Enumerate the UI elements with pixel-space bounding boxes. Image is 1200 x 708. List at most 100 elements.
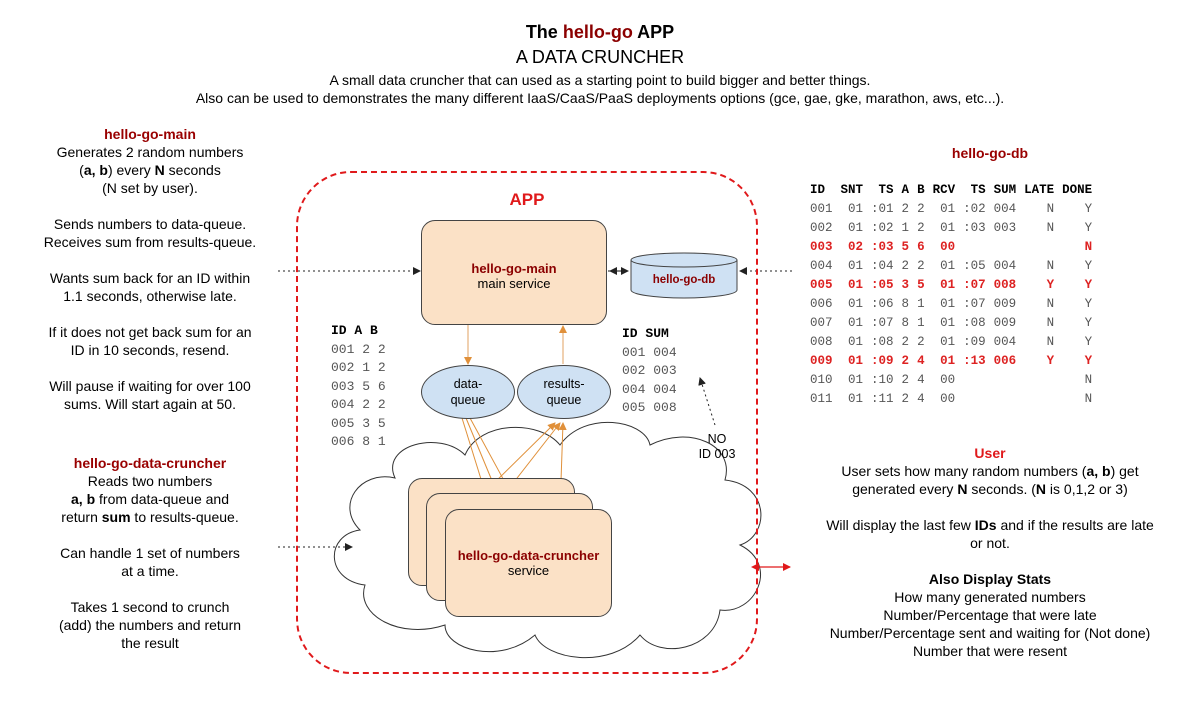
db-table-cell: 2 xyxy=(901,391,910,406)
db-table-cell xyxy=(959,237,990,256)
db-table-cell: Y xyxy=(1046,353,1055,368)
db-table-cell: 01 xyxy=(848,315,864,330)
db-table-cell: 01 xyxy=(848,296,864,311)
db-table-cell: :03 xyxy=(963,220,986,235)
main-p2-line-2: Receives sum from results-queue. xyxy=(43,234,257,250)
page-subtitle: A DATA CRUNCHER xyxy=(515,47,685,67)
db-table-cell: 01 xyxy=(940,334,956,349)
db-table-cell: 5 xyxy=(917,277,925,292)
db-table-cell: 00 xyxy=(940,391,956,406)
db-cylinder xyxy=(630,252,738,299)
cruncher-line-3: return sum to results-queue. xyxy=(61,509,239,525)
stats-title: Also Display Stats xyxy=(928,571,1052,587)
results-table-row: 004 004 xyxy=(622,381,677,397)
cruncher-p2-line-1: Can handle 1 set of numbers xyxy=(60,545,240,561)
cruncher-line-1: Reads two numbers xyxy=(87,473,213,489)
db-table-cell: 004 xyxy=(810,258,833,273)
main-section-title: hello-go-main xyxy=(104,126,196,142)
db-column-header: A xyxy=(901,182,910,197)
db-table-cell: :07 xyxy=(871,315,894,330)
db-table-cell: :09 xyxy=(963,334,986,349)
main-p3-line-1: Wants sum back for an ID within xyxy=(49,270,251,286)
cruncher-p3-line-2: (add) the numbers and return xyxy=(58,617,242,633)
db-table-cell: :10 xyxy=(871,372,894,387)
db-table-cell: N xyxy=(1046,334,1055,349)
db-column-header: RCV xyxy=(932,182,956,197)
main-service-subtitle: main service xyxy=(477,276,551,291)
db-table-cell: N xyxy=(1046,315,1055,330)
db-table-cell xyxy=(1020,237,1058,256)
db-table-cell: Y xyxy=(1084,258,1093,273)
db-table-cell: 1 xyxy=(917,315,925,330)
db-table-cell: 6 xyxy=(917,239,925,254)
main-p4-line-1: If it does not get back sum for an xyxy=(48,324,252,340)
stats-line-2: Number/Percentage that were late xyxy=(883,607,1097,623)
title-suffix: APP xyxy=(632,22,675,42)
user-line-1: User sets how many random numbers (a, b)… xyxy=(841,463,1139,479)
main-p5-line-1: Will pause if waiting for over 100 xyxy=(49,378,251,394)
results-table-header: ID SUM xyxy=(622,326,669,341)
user-section-title: User xyxy=(974,445,1006,461)
data-table-row: 001 2 2 xyxy=(331,341,386,357)
db-column-header: SNT xyxy=(840,182,864,197)
db-table-cell: Y xyxy=(1046,277,1055,292)
db-table-cell: 1 xyxy=(917,296,925,311)
cruncher-section: hello-go-data-cruncher Reads two numbers… xyxy=(15,454,285,652)
db-table-cell: 009 xyxy=(810,353,833,368)
db-label: hello-go-db xyxy=(652,274,716,286)
db-table-cell: :02 xyxy=(871,220,894,235)
db-table-cell: 008 xyxy=(810,334,833,349)
db-table-cell: 2 xyxy=(901,372,910,387)
db-table-cell: :09 xyxy=(871,353,894,368)
db-table-cell: N xyxy=(1046,296,1055,311)
main-p5-line-2: sums. Will start again at 50. xyxy=(64,396,236,412)
db-table-cell: 00 xyxy=(940,372,956,387)
db-table-cell: :07 xyxy=(963,277,986,292)
cruncher-p3-line-1: Takes 1 second to crunch xyxy=(70,599,230,615)
db-table-cell: 2 xyxy=(917,258,925,273)
main-section: hello-go-main Generates 2 random numbers… xyxy=(15,125,285,413)
db-table-cell: 1 xyxy=(901,220,910,235)
db-table-cell: 01 xyxy=(848,277,864,292)
db-table-cell: 8 xyxy=(901,296,910,311)
results-table-row: 001 004 xyxy=(622,344,677,360)
db-table-cell: Y xyxy=(1084,220,1093,235)
results-queue: results-queue xyxy=(517,365,611,419)
main-line-3: (N set by user). xyxy=(102,180,198,196)
cruncher-service-subtitle: service xyxy=(507,563,550,578)
cruncher-p3-line-3: the result xyxy=(121,635,179,651)
data-table-row: 006 8 1 xyxy=(331,434,386,449)
db-table-cell: 5 xyxy=(901,239,910,254)
missing-id-note: NO ID 003 xyxy=(698,432,736,461)
db-table-cell: 009 xyxy=(993,315,1017,330)
db-column-header: B xyxy=(917,182,925,197)
db-table-cell: 01 xyxy=(940,220,956,235)
db-table-cell: 01 xyxy=(940,315,956,330)
cruncher-service-name: hello-go-data-cruncher xyxy=(457,548,600,563)
db-table-cell: Y xyxy=(1084,315,1093,330)
data-table-header: ID A B xyxy=(331,323,378,338)
db-column-header: TS xyxy=(878,182,894,197)
db-table-cell: 01 xyxy=(848,201,864,216)
db-table-cell: :13 xyxy=(963,353,986,368)
db-table-cell: 003 xyxy=(810,239,833,254)
db-table-cell: :11 xyxy=(871,391,894,406)
db-table-cell: 2 xyxy=(917,220,925,235)
db-table-cell: 01 xyxy=(848,353,864,368)
cruncher-service-box: hello-go-data-cruncher service xyxy=(445,509,612,617)
description-line-2: Also can be used to demonstrates the man… xyxy=(195,90,1005,106)
db-table-cell: :02 xyxy=(963,201,986,216)
db-table-cell: 01 xyxy=(848,372,864,387)
db-table-cell: 8 xyxy=(901,315,910,330)
